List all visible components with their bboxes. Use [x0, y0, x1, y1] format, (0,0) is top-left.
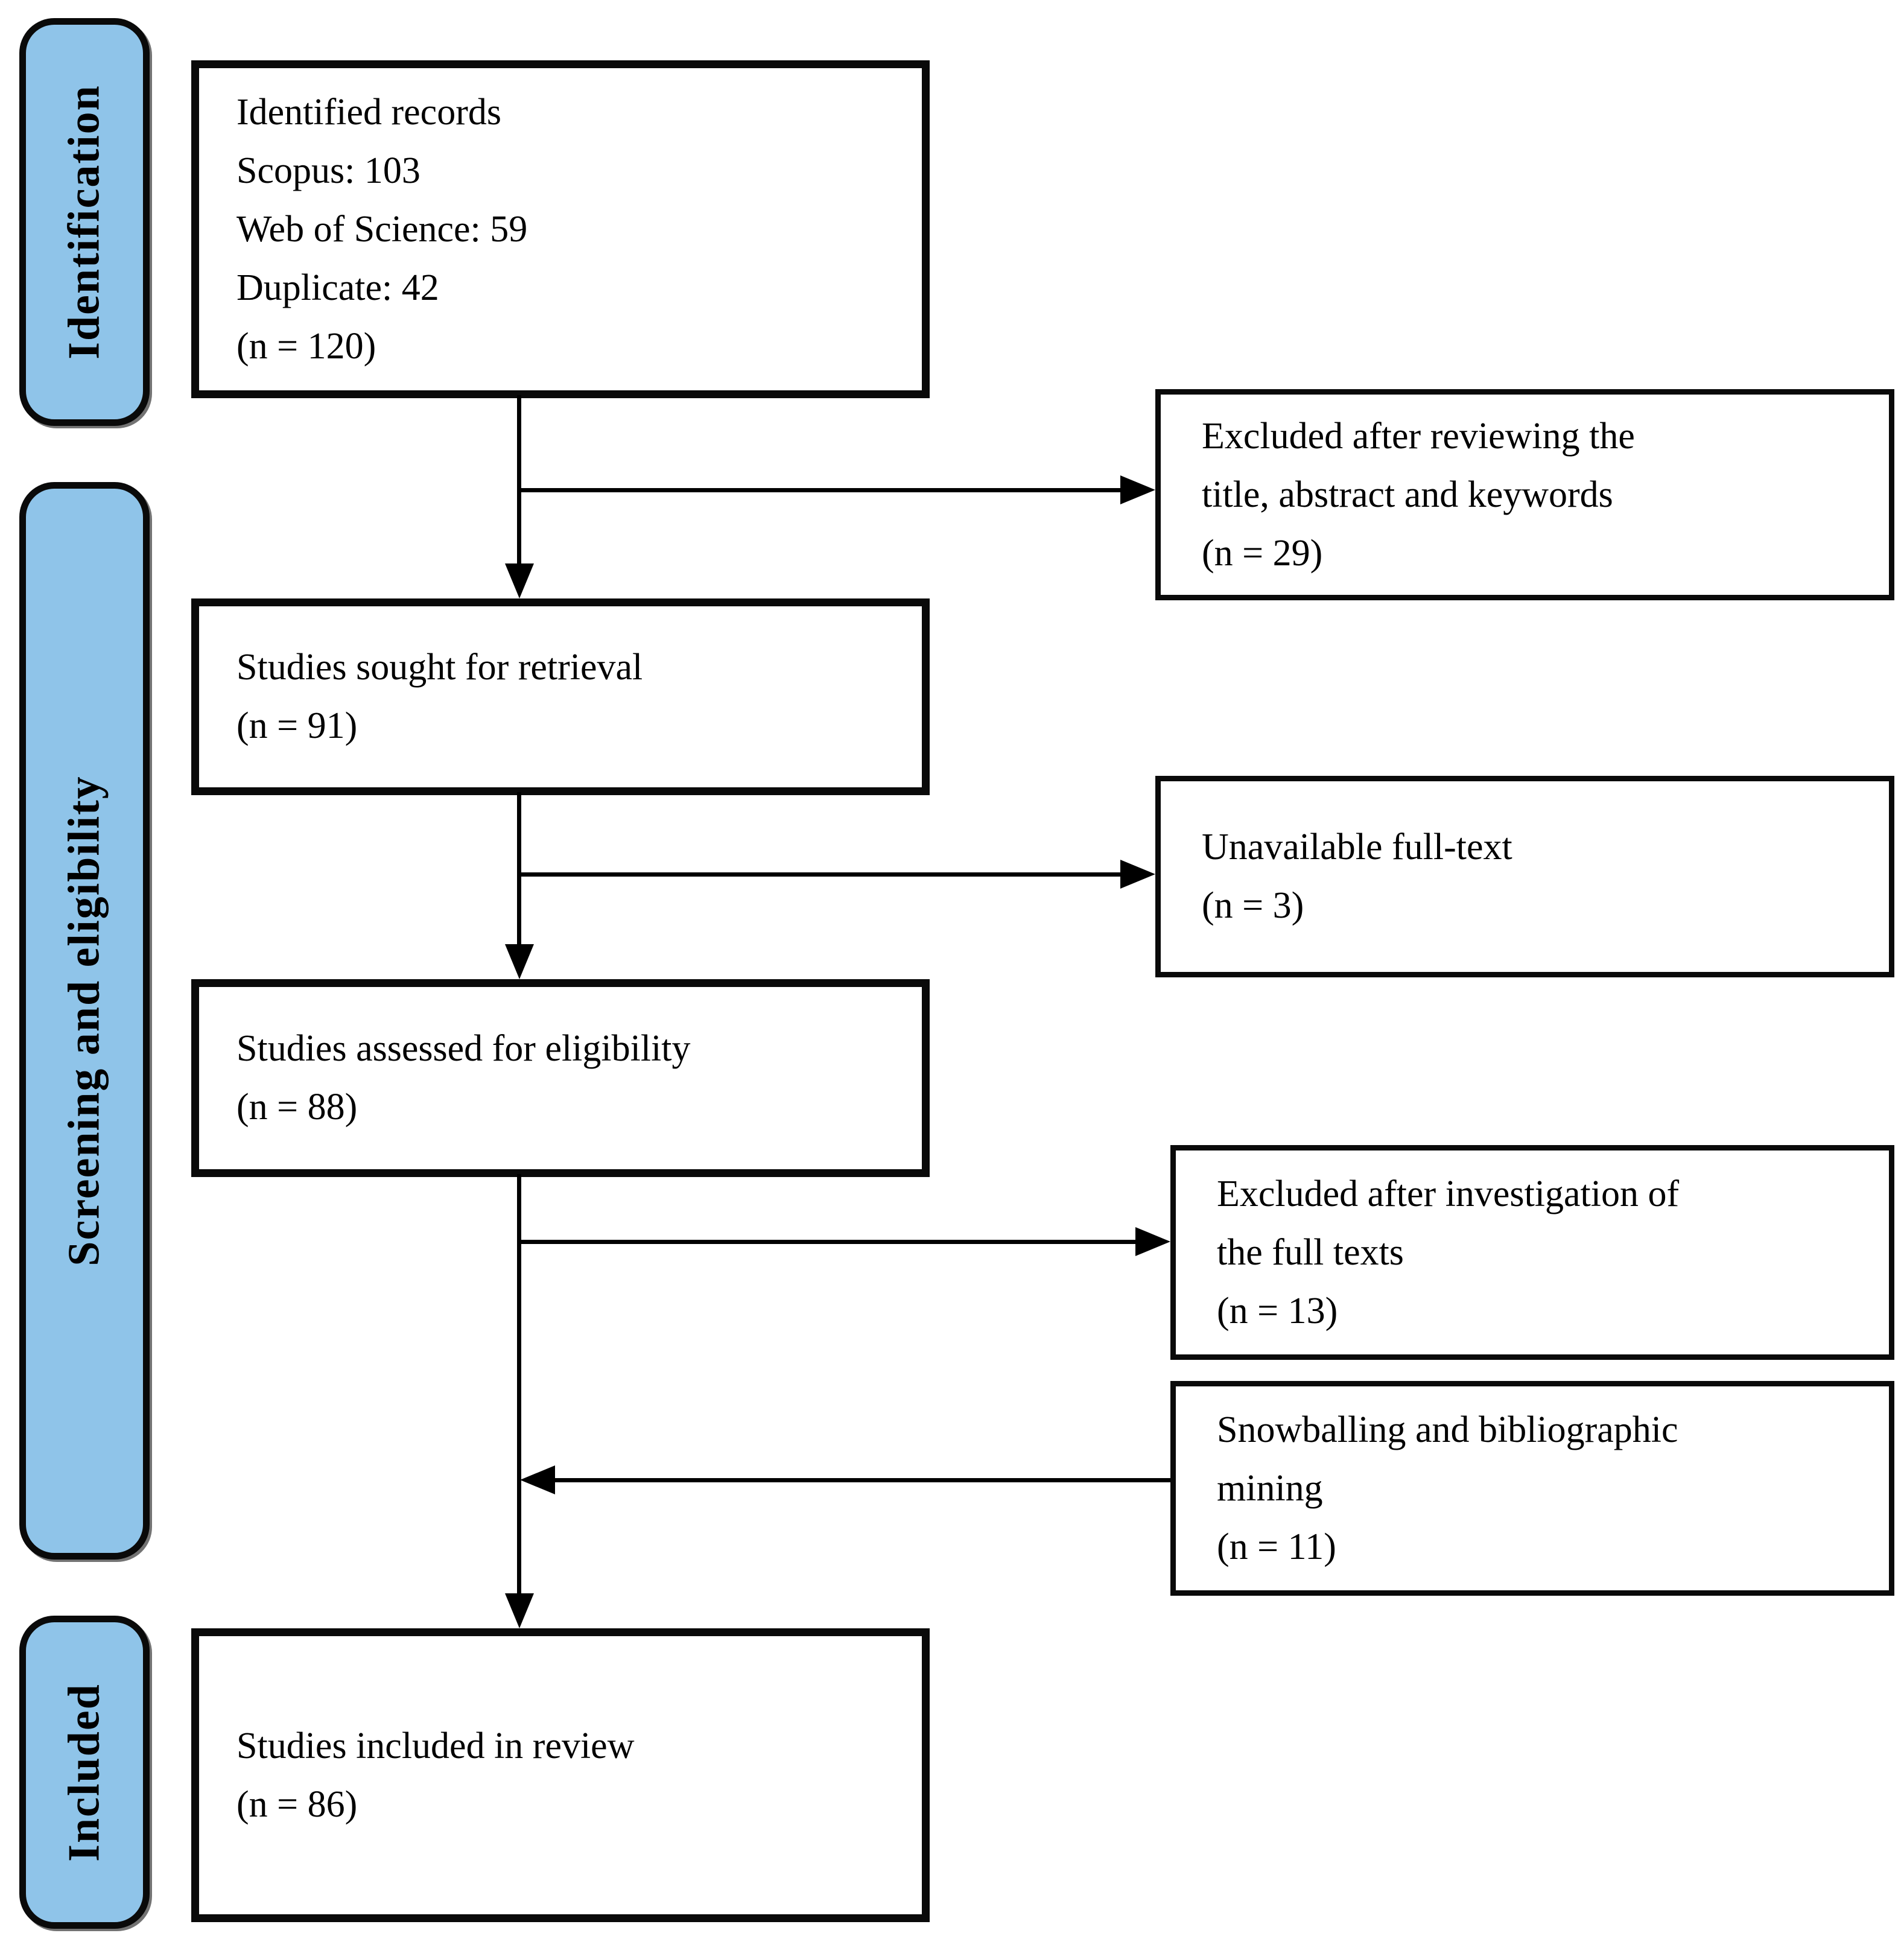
text-line: Studies assessed for eligibility — [236, 1028, 691, 1069]
text-line: (n = 86) — [236, 1783, 358, 1825]
text-line: (n = 91) — [236, 705, 358, 746]
flow-box-studies-included: Studies included in review (n = 86) — [191, 1628, 930, 1922]
text-line: (n = 3) — [1202, 885, 1304, 926]
connector-sought-to-assessed — [517, 792, 521, 944]
text-line: Snowballing and bibliographic — [1217, 1409, 1678, 1450]
arrow-down-icon — [505, 1593, 534, 1628]
text-line: Scopus: 103 — [236, 150, 420, 191]
text-line: Studies included in review — [236, 1725, 635, 1766]
arrow-down-icon — [505, 944, 534, 979]
arrow-right-icon — [1120, 475, 1155, 504]
stage-label-included: Included — [59, 1683, 109, 1862]
connector-assessed-to-included — [517, 1174, 521, 1593]
connector-to-excluded-title — [519, 488, 1120, 492]
text-line: Excluded after reviewing the — [1202, 415, 1635, 457]
text-line: Excluded after investigation of — [1217, 1173, 1680, 1214]
text-line: (n = 88) — [236, 1087, 358, 1128]
stage-screening-eligibility: Screening and eligibility — [19, 482, 150, 1560]
flow-box-studies-sought: Studies sought for retrieval (n = 91) — [191, 598, 930, 795]
side-box-excluded-title-abstract-keywords: Excluded after reviewing the title, abst… — [1155, 389, 1894, 600]
connector-to-unavailable — [519, 872, 1120, 877]
arrow-down-icon — [505, 563, 534, 598]
connector-to-excluded-fulltext — [519, 1240, 1135, 1244]
flow-box-studies-assessed: Studies assessed for eligibility (n = 88… — [191, 979, 930, 1177]
text-line: (n = 11) — [1217, 1526, 1336, 1567]
flow-box-identified-records: Identified records Scopus: 103 Web of Sc… — [191, 60, 930, 398]
side-box-snowballing: Snowballing and bibliographic mining (n … — [1170, 1381, 1894, 1596]
text-line: Duplicate: 42 — [236, 267, 439, 308]
arrow-right-icon — [1135, 1227, 1170, 1256]
text-line: title, abstract and keywords — [1202, 474, 1613, 515]
text-line: Studies sought for retrieval — [236, 647, 643, 688]
stage-identification: Identification — [19, 18, 150, 426]
text-line: mining — [1217, 1467, 1323, 1509]
text-line: Web of Science: 59 — [236, 208, 528, 250]
text-line: the full texts — [1217, 1231, 1404, 1273]
arrow-right-icon — [1120, 860, 1155, 889]
text-line: (n = 29) — [1202, 532, 1323, 574]
stage-label-screening-eligibility: Screening and eligibility — [59, 775, 109, 1266]
text-line: (n = 13) — [1217, 1290, 1338, 1331]
stage-included: Included — [19, 1616, 150, 1929]
side-box-excluded-full-texts: Excluded after investigation of the full… — [1170, 1145, 1894, 1360]
side-box-unavailable-full-text: Unavailable full-text (n = 3) — [1155, 776, 1894, 977]
stage-label-identification: Identification — [59, 84, 109, 360]
arrow-left-icon — [520, 1465, 555, 1494]
text-line: (n = 120) — [236, 325, 376, 367]
text-line: Identified records — [236, 91, 501, 133]
text-line: Unavailable full-text — [1202, 827, 1512, 868]
connector-identified-to-sought — [517, 395, 521, 567]
connector-from-snowballing — [555, 1478, 1170, 1482]
